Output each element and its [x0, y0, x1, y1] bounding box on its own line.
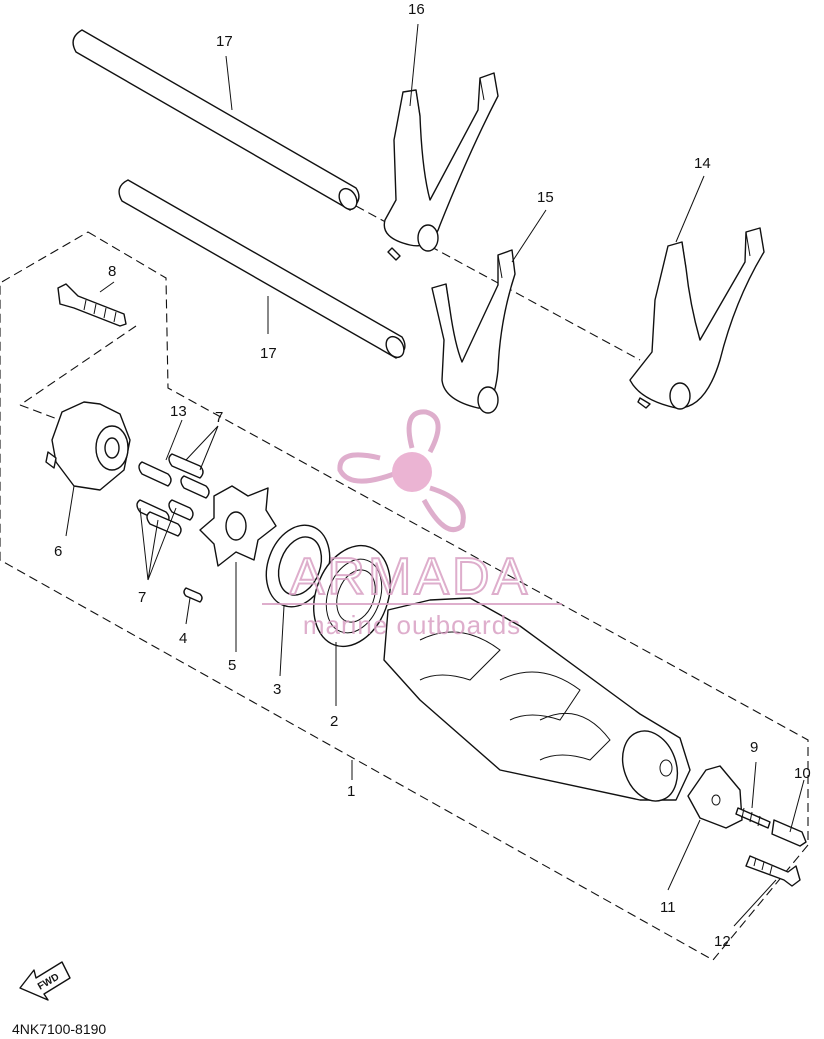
spring-9	[735, 807, 771, 829]
watermark-tagline: marine outboards	[303, 610, 521, 640]
shift-fork-15	[431, 249, 516, 414]
callout-16: 16	[408, 1, 425, 18]
callout-11: 11	[660, 899, 676, 916]
drum-segment-6	[45, 401, 131, 491]
callout-2: 2	[330, 713, 338, 730]
watermark-brand: ARMADA	[290, 548, 530, 606]
plate-11	[687, 765, 743, 829]
callout-9: 9	[750, 739, 758, 756]
callout-labels: 1 2 3 4 5 6 7 7 8 9 10 11 12 13 14 15 16…	[54, 1, 811, 950]
shift-fork-rod-upper	[72, 29, 360, 211]
callout-14: 14	[694, 155, 711, 172]
callout-3: 3	[273, 681, 281, 698]
callout-7a: 7	[215, 409, 223, 426]
pin-4	[183, 587, 203, 603]
screw-8	[57, 283, 127, 327]
callout-17b: 17	[260, 345, 277, 362]
propeller-logo-icon	[337, 409, 466, 533]
callout-13: 13	[170, 403, 187, 420]
subassembly-boundary	[19, 325, 137, 421]
star-plate-5	[199, 485, 277, 567]
fwd-arrow-icon: FWD	[19, 961, 71, 1001]
screw-12	[745, 855, 801, 887]
dowel-pins	[136, 453, 210, 537]
callout-4: 4	[179, 630, 187, 647]
shift-fork-14	[629, 227, 765, 410]
callout-1: 1	[347, 783, 355, 800]
callout-10: 10	[794, 765, 811, 782]
diagram-code: 4NK7100-8190	[12, 1021, 106, 1037]
leader-lines	[65, 23, 805, 927]
callout-7b: 7	[138, 589, 146, 606]
shift-fork-rod-lower	[118, 179, 406, 359]
callout-15: 15	[537, 189, 554, 206]
callout-5: 5	[228, 657, 236, 674]
armada-watermark: ARMADA marine outboards	[262, 409, 562, 640]
shift-drum-1	[383, 597, 691, 802]
callout-12: 12	[714, 933, 731, 950]
callout-8: 8	[108, 263, 116, 280]
pin-10	[771, 819, 807, 847]
assembly-boundary	[0, 231, 809, 961]
callout-17a: 17	[216, 33, 233, 50]
callout-6: 6	[54, 543, 62, 560]
shift-fork-16	[383, 72, 499, 261]
bearing-2	[313, 544, 391, 648]
